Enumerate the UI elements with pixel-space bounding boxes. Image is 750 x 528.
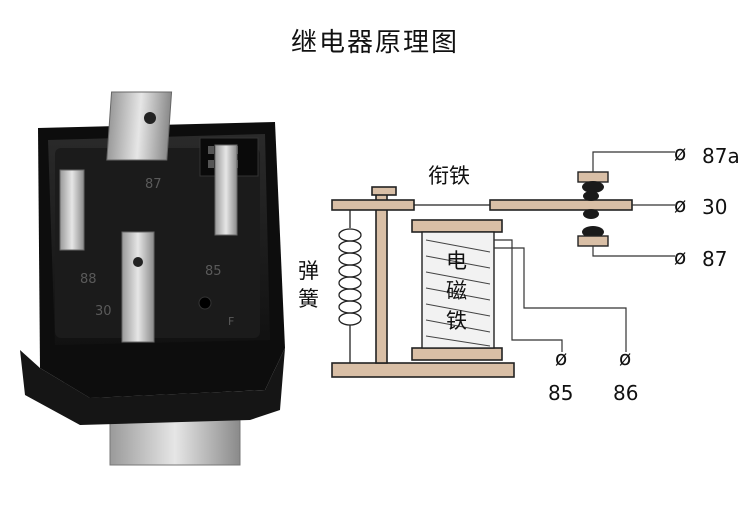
- post-cap: [371, 186, 397, 196]
- spring: [338, 210, 362, 363]
- base-plate: [331, 362, 515, 378]
- terminal-85-symbol: ø: [555, 346, 567, 370]
- photo-mark-f: F: [228, 315, 234, 328]
- spring-label-1: 弹: [298, 259, 319, 283]
- relay-pins: [59, 91, 238, 343]
- photo-pin-88: 88: [80, 272, 97, 287]
- photo-pin-30: 30: [95, 304, 112, 319]
- coil-label-1: 电: [446, 249, 467, 273]
- terminal-87a-symbol: ø: [674, 141, 686, 165]
- photo-pin-87: 87: [145, 177, 162, 192]
- coil: [421, 231, 495, 349]
- armature-label: 衔铁: [428, 164, 470, 188]
- coil-label-2: 磁: [446, 279, 467, 303]
- terminal-85-label: 85: [548, 381, 573, 405]
- terminal-30-symbol: ø: [674, 193, 686, 217]
- terminal-30-label: 30: [702, 195, 727, 219]
- terminal-86-label: 86: [613, 381, 638, 405]
- terminal-86-symbol: ø: [619, 346, 631, 370]
- spring-label-2: 簧: [298, 287, 319, 311]
- terminal-symbols: ø ø ø ø ø: [555, 141, 686, 370]
- terminal-87-symbol: ø: [674, 245, 686, 269]
- coil-label-3: 铁: [446, 309, 467, 333]
- wires: [494, 151, 675, 352]
- armature-left: [331, 199, 415, 211]
- support-post: [375, 189, 388, 364]
- page-title: 继电器原理图: [290, 28, 459, 58]
- terminal-87a-label: 87a: [702, 144, 740, 168]
- contacts: [577, 171, 609, 247]
- terminal-87-label: 87: [702, 247, 727, 271]
- photo-pin-85: 85: [205, 264, 222, 279]
- coil-bottom-plate: [411, 347, 503, 361]
- coil-top-plate: [411, 219, 503, 233]
- armature-right: [489, 199, 633, 211]
